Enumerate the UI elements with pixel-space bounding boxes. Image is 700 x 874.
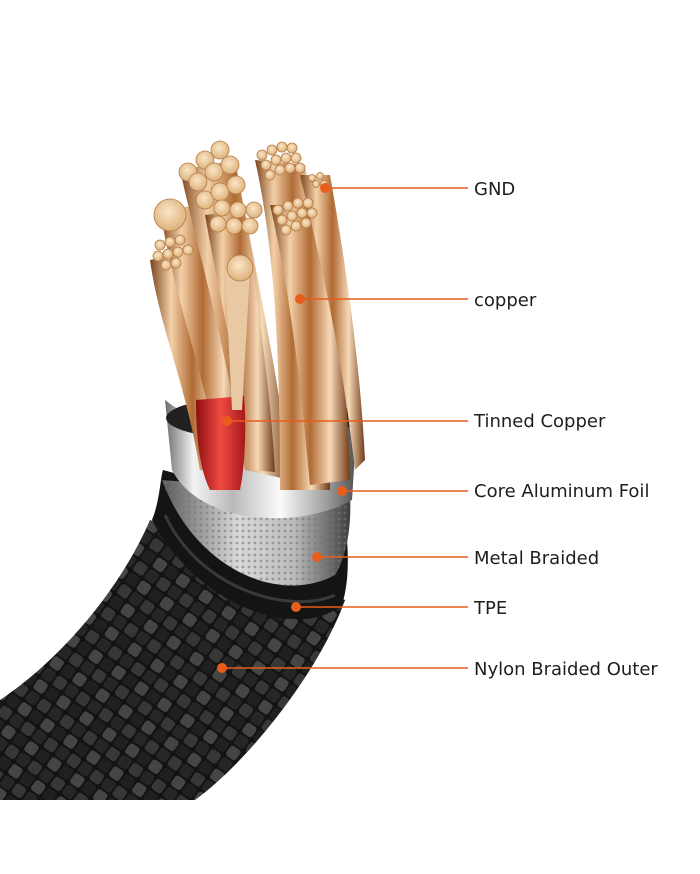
label-gnd: GND [474,179,516,200]
leader-lines [217,183,468,673]
tinned-copper-core [196,396,246,490]
label-metal-braided: Metal Braided [474,548,600,569]
label-core-aluminum-foil: Core Aluminum Foil [474,481,650,502]
label-tpe: TPE [474,598,508,619]
label-nylon-braided-outer: Nylon Braided Outer [474,659,658,680]
label-copper: copper [474,290,537,311]
tinned-core-strand [225,270,250,410]
label-tinned-copper: Tinned Copper [474,411,606,432]
tpe-highlight [163,514,336,603]
